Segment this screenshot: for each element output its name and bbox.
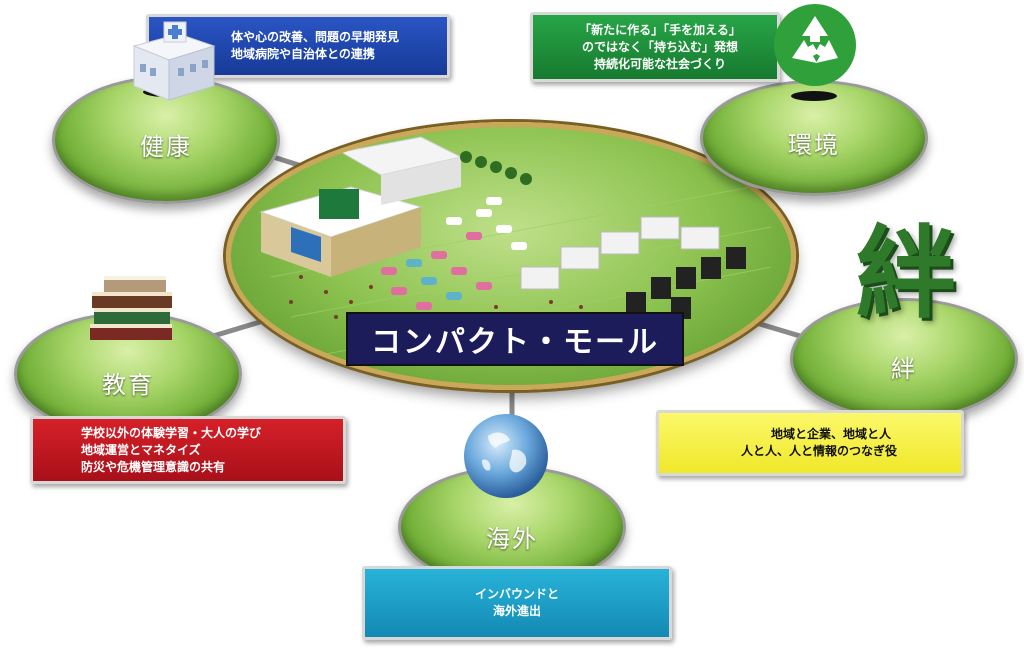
compact-mall-hub bbox=[226, 122, 796, 390]
kizuna-kanji-emblem: 絆 bbox=[856, 215, 956, 332]
node-environment: 環境 bbox=[700, 80, 928, 196]
node-kizuna-label: 絆 bbox=[891, 355, 917, 383]
box-kizuna-line-1: 地域と企業、地域と人 bbox=[770, 427, 891, 441]
box-overseas: インバウンドと 海外進出 bbox=[362, 566, 672, 640]
box-kizuna-line-2: 人と人、人と情報のつなぎ役 bbox=[740, 444, 897, 458]
globe-icon bbox=[464, 414, 548, 498]
mall-building bbox=[259, 136, 463, 277]
box-environment-line-3: 持続化可能な社会づくり bbox=[593, 56, 726, 71]
center-title-text: コンパクト・モール bbox=[371, 325, 659, 360]
box-education-line-1: 学校以外の体験学習・大人の学び bbox=[81, 425, 262, 440]
box-overseas-line-2: 海外進出 bbox=[492, 604, 541, 618]
box-health-line-1: 体や心の改善、問題の早期発見 bbox=[231, 30, 400, 44]
box-education-line-2: 地域運営とマネタイズ bbox=[81, 442, 201, 457]
box-health-line-2: 地域病院や自治体との連携 bbox=[231, 47, 375, 61]
node-health-label: 健康 bbox=[140, 133, 192, 161]
box-overseas-line-1: インバウンドと bbox=[474, 587, 559, 601]
books-icon bbox=[90, 276, 172, 340]
box-environment-line-1: 「新たに作る」「手を加える」 bbox=[579, 22, 741, 37]
box-education-line-3: 防災や危機管理意識の共有 bbox=[81, 459, 226, 474]
hospital-building-icon bbox=[132, 21, 216, 101]
trees bbox=[460, 151, 532, 185]
node-environment-label: 環境 bbox=[788, 131, 840, 159]
node-overseas-label: 海外 bbox=[486, 525, 538, 553]
node-education-label: 教育 bbox=[102, 371, 154, 399]
mall-illustration bbox=[259, 136, 772, 358]
box-environment: 「新たに作る」「手を加える」 のではなく「持ち込む」発想 持続化可能な社会づくり bbox=[530, 12, 780, 82]
box-environment-line-2: のではなく「持ち込む」発想 bbox=[581, 39, 738, 54]
center-title: コンパクト・モール bbox=[346, 312, 684, 366]
box-education: 学校以外の体験学習・大人の学び 地域運営とマネタイズ 防災や危機管理意識の共有 bbox=[30, 416, 346, 484]
parking-cars bbox=[381, 197, 527, 310]
node-hole bbox=[791, 91, 837, 101]
recycle-icon bbox=[774, 4, 856, 86]
container-stalls bbox=[520, 216, 746, 319]
box-kizuna: 地域と企業、地域と人 人と人、人と情報のつなぎ役 bbox=[656, 410, 964, 476]
